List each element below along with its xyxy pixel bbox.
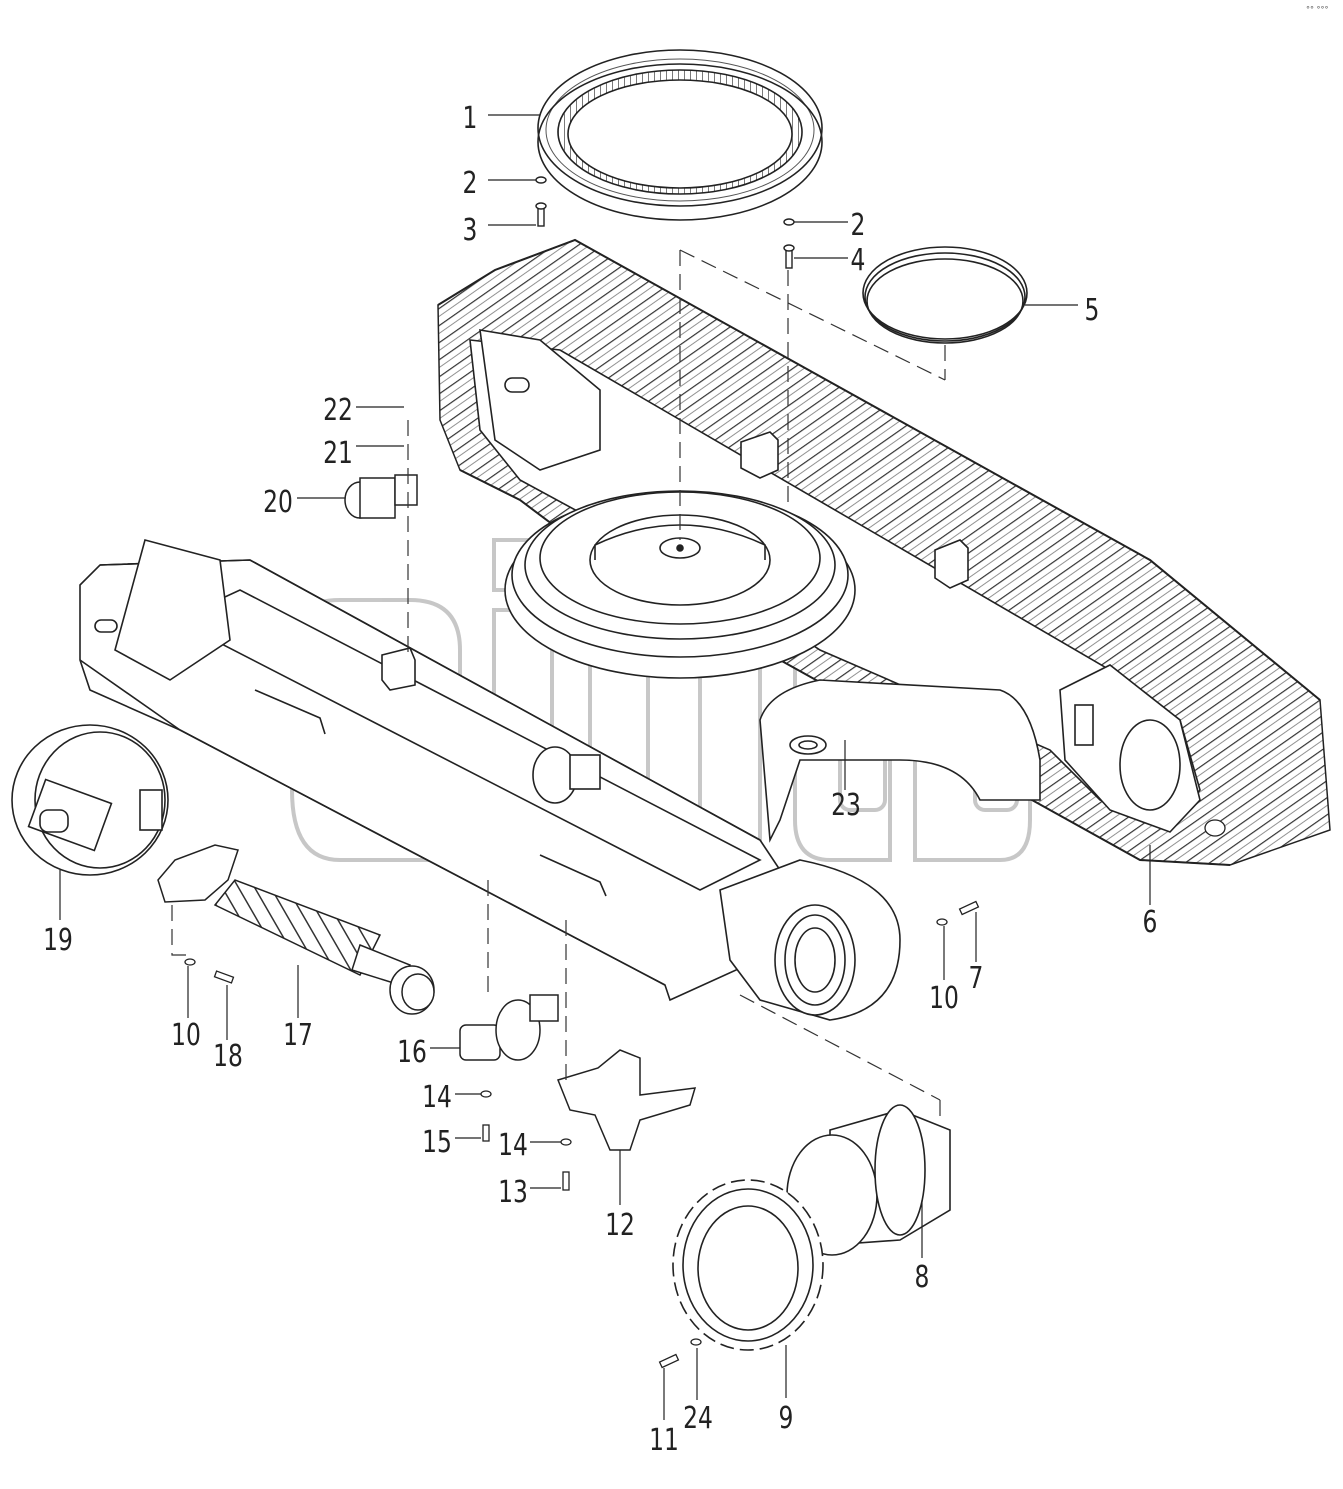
recoil-spring-assembly (157, 844, 435, 1015)
assembly-center-lines (171, 249, 946, 1120)
callout-2: 2 (463, 166, 478, 201)
callout-15: 15 (422, 1125, 452, 1160)
callout-leaders (59, 114, 1151, 1420)
callout-7: 7 (969, 961, 984, 996)
carrier-roller-20 (344, 474, 418, 519)
front-idler (11, 724, 169, 876)
callout-16: 16 (397, 1035, 427, 1070)
callout-10-left: 10 (171, 1018, 201, 1053)
travel-motor (786, 1104, 951, 1256)
bolt-washer-set-top (535, 176, 795, 269)
callout-14-right: 14 (498, 1128, 528, 1163)
bolt-washer-set-bottom (184, 819, 1226, 1369)
callout-23: 23 (831, 788, 861, 823)
slewing-ring (537, 49, 823, 221)
track-guard (556, 1049, 697, 1151)
drive-sprocket (672, 1179, 824, 1351)
corner-mark: °° °°° (1306, 5, 1329, 14)
swing-bearing-mount (504, 490, 856, 679)
callout-24: 24 (683, 1401, 713, 1436)
callout-19: 19 (43, 923, 73, 958)
seal-ring (862, 246, 1028, 344)
callout-labels: 1 2 3 2 4 5 22 21 20 23 6 19 10 18 17 16… (43, 101, 1157, 1458)
callout-14-left: 14 (422, 1080, 452, 1115)
callout-4: 4 (851, 243, 866, 278)
callout-12: 12 (605, 1208, 635, 1243)
callout-6: 6 (1143, 905, 1158, 940)
callout-11: 11 (649, 1423, 679, 1458)
carrier-roller-16 (459, 994, 559, 1061)
callout-17: 17 (283, 1018, 313, 1053)
callout-13: 13 (498, 1175, 528, 1210)
callout-20: 20 (263, 485, 293, 520)
callout-21: 21 (323, 436, 353, 471)
callout-10-right: 10 (929, 981, 959, 1016)
callout-2-right: 2 (851, 208, 866, 243)
callout-1: 1 (463, 101, 478, 136)
callout-5: 5 (1085, 293, 1100, 328)
callout-22: 22 (323, 393, 353, 428)
callout-18: 18 (213, 1039, 243, 1074)
callout-3: 3 (463, 213, 478, 248)
callout-8: 8 (915, 1260, 930, 1295)
left-side-frame (79, 539, 901, 1021)
callout-9: 9 (779, 1401, 794, 1436)
